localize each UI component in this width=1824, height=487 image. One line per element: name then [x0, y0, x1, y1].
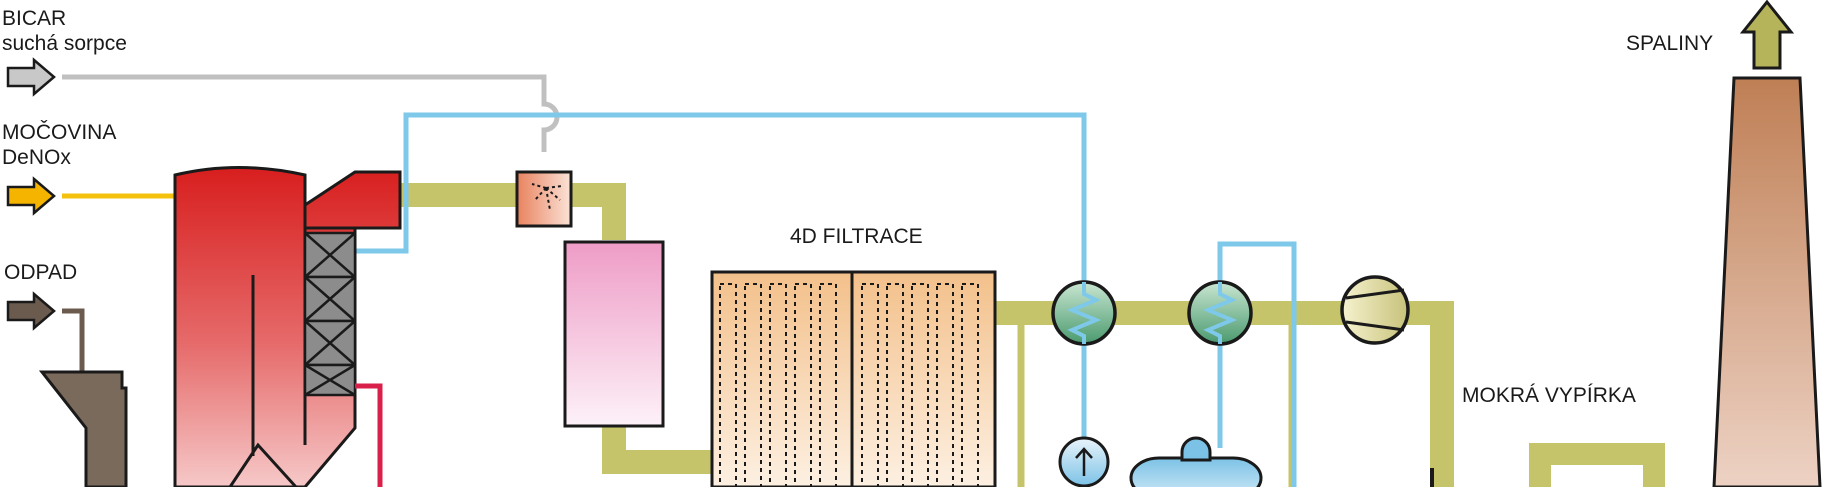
filtrace-label: 4D FILTRACE [790, 225, 923, 248]
bicar-sublabel: suchá sorpce [2, 32, 127, 55]
water-line [350, 112, 1297, 487]
arrow-right-icon [6, 57, 56, 97]
mocovina-label: MOČOVINA [2, 121, 117, 144]
chimney-stack [1712, 76, 1822, 487]
pump-icon [1058, 436, 1110, 487]
scrubber-duct [1529, 443, 1665, 487]
bicar-label: BICAR [2, 7, 67, 30]
flue-gas-duct [400, 183, 1454, 487]
hot-water-line [355, 383, 383, 487]
waste-line [62, 308, 85, 372]
waste-hopper [38, 370, 128, 487]
odpad-label: ODPAD [4, 261, 78, 284]
heat-exchanger-icon [1051, 280, 1117, 346]
spaliny-label: SPALINY [1626, 32, 1714, 55]
boiler [173, 166, 402, 487]
heat-exchanger-icon [1187, 280, 1253, 346]
arrow-right-icon [6, 176, 56, 216]
heat-exchanger-bundle [303, 231, 357, 397]
spray-nozzle-icon [515, 170, 573, 228]
arrow-right-icon [6, 291, 56, 331]
filter-unit [710, 270, 997, 487]
pink-reactor [563, 240, 665, 428]
arrow-up-icon [1739, 0, 1795, 70]
scrubber-label: MOKRÁ VYPÍRKA [1462, 384, 1636, 407]
mocovina-sublabel: DeNOx [2, 146, 71, 169]
fan-icon [1340, 275, 1410, 345]
water-tank [1129, 436, 1263, 487]
